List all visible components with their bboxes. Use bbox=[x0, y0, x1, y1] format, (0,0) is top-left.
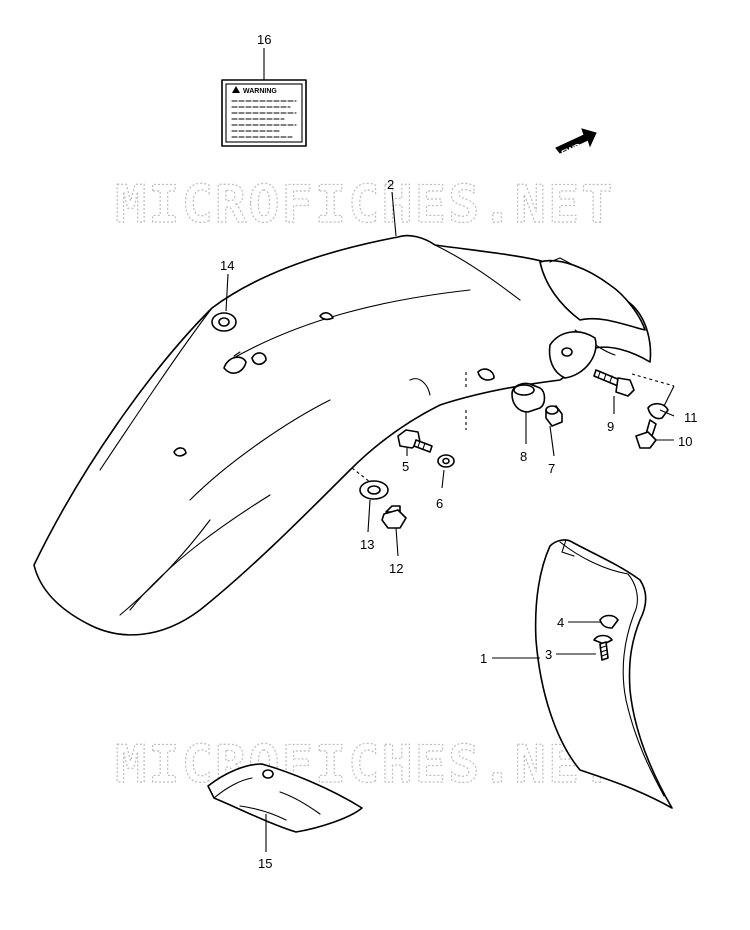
callout-6: 6 bbox=[436, 496, 443, 511]
bolt-5-part[interactable] bbox=[397, 429, 433, 453]
leader-lines bbox=[225, 48, 675, 852]
collar-7-part[interactable] bbox=[545, 405, 563, 427]
callout-10: 10 bbox=[678, 434, 692, 449]
washer-6-part[interactable] bbox=[437, 454, 455, 468]
callout-13: 13 bbox=[360, 537, 374, 552]
warning-label-title: WARNING bbox=[243, 88, 277, 95]
bolt-9-part[interactable] bbox=[593, 369, 635, 397]
callout-11: 11 bbox=[684, 410, 698, 425]
callout-12: 12 bbox=[389, 561, 403, 576]
callout-5: 5 bbox=[402, 459, 409, 474]
rear-fender-part[interactable] bbox=[33, 234, 652, 636]
warning-triangle-icon bbox=[232, 86, 240, 93]
clip-nut-11-part[interactable] bbox=[647, 402, 669, 420]
forward-arrow-text: FWD bbox=[560, 141, 583, 159]
watermark-bottom: MICROFICHES.NET bbox=[115, 735, 615, 795]
washer-13-part[interactable] bbox=[359, 480, 389, 500]
callout-3: 3 bbox=[545, 647, 552, 662]
fender-bracket-1-part[interactable] bbox=[534, 539, 673, 809]
fender-clip-left-part[interactable] bbox=[223, 351, 267, 374]
callout-14: 14 bbox=[220, 258, 234, 273]
warning-label-part[interactable]: WARNING bbox=[221, 79, 307, 147]
nut-12-part[interactable] bbox=[381, 505, 407, 529]
callout-9: 9 bbox=[607, 419, 614, 434]
callout-16: 16 bbox=[257, 32, 271, 47]
watermark-top: MICROFICHES.NET bbox=[115, 175, 615, 235]
forward-arrow-icon: FWD bbox=[555, 128, 597, 159]
callout-4: 4 bbox=[557, 615, 564, 630]
grommet-14-part[interactable] bbox=[211, 312, 237, 332]
callout-7: 7 bbox=[548, 461, 555, 476]
bolt-10-part[interactable] bbox=[635, 419, 657, 449]
clip-4-part[interactable] bbox=[599, 614, 619, 629]
screw-3-part[interactable] bbox=[593, 634, 613, 661]
callout-8: 8 bbox=[520, 449, 527, 464]
callout-1: 1 bbox=[480, 651, 487, 666]
callout-15: 15 bbox=[258, 856, 272, 871]
cushion-8-part[interactable] bbox=[511, 382, 546, 413]
cover-15-part[interactable] bbox=[207, 763, 363, 833]
callout-2: 2 bbox=[387, 177, 394, 192]
callout-numbers: 16 2 14 5 6 7 8 9 10 11 13 12 4 3 1 15 bbox=[220, 32, 698, 871]
